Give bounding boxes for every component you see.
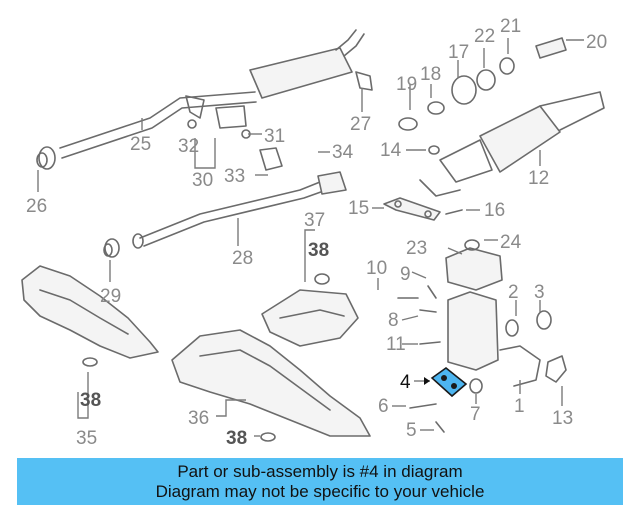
callout-2: 2: [508, 282, 519, 303]
exhaust-parts-diagram: 1 2 3 4 5 6 7 8 9 10 11 12 13 14 15 16 1…: [21, 16, 607, 449]
callout-9: 9: [400, 264, 411, 285]
callout-14: 14: [380, 140, 402, 161]
part-4-highlighted[interactable]: [430, 366, 468, 398]
callout-31: 31: [264, 126, 285, 147]
part-heat-shield-left: [21, 265, 159, 367]
part-heat-shield-tunnel: [261, 273, 359, 347]
callout-4[interactable]: 4: [400, 372, 411, 393]
callout-16: 16: [484, 200, 505, 221]
callout-25: 25: [130, 134, 151, 155]
part-intermediate-pipe: [103, 171, 347, 258]
callout-26: 26: [26, 196, 47, 217]
callout-5: 5: [406, 420, 417, 441]
leader-lines: [37, 38, 584, 437]
callout-8: 8: [388, 310, 399, 331]
callout-11: 11: [386, 334, 406, 355]
callout-36: 36: [188, 408, 209, 429]
part-rear-pipe: [36, 29, 373, 171]
callout-35: 35: [76, 428, 97, 449]
callout-7: 7: [470, 404, 481, 425]
callout-10: 10: [366, 258, 387, 279]
callout-18: 18: [420, 64, 441, 85]
callout-29: 29: [100, 286, 121, 307]
callout-19: 19: [396, 74, 417, 95]
callout-37: 37: [304, 210, 325, 231]
callout-12: 12: [528, 168, 549, 189]
callout-28: 28: [232, 248, 253, 269]
callout-38-left: 38: [80, 390, 101, 411]
callout-6: 6: [378, 396, 389, 417]
callout-labels: 1 2 3 4 5 6 7 8 9 10 11 12 13 14 15 16 1…: [26, 16, 607, 449]
banner-line-2: Diagram may not be specific to your vehi…: [155, 481, 485, 501]
callout-23: 23: [406, 238, 427, 259]
callout-21: 21: [500, 16, 521, 37]
banner-line-1: Part or sub-assembly is #4 in diagram: [177, 461, 463, 481]
callout-1: 1: [514, 396, 525, 417]
callout-20: 20: [586, 32, 607, 53]
part-heat-shield-center: [171, 329, 371, 442]
callout-17: 17: [448, 42, 469, 63]
callout-24: 24: [500, 232, 522, 253]
part-catalytic-converter-rear: [397, 239, 567, 433]
callout-3: 3: [534, 282, 545, 303]
callout-38-center: 38: [226, 428, 247, 449]
callout-22: 22: [474, 26, 495, 47]
callout-27: 27: [350, 114, 371, 135]
callout-15: 15: [348, 198, 369, 219]
callout-33: 33: [224, 166, 245, 187]
callout-34: 34: [332, 142, 354, 163]
callout-30: 30: [192, 170, 213, 191]
callout-13: 13: [552, 408, 573, 429]
info-banner: Part or sub-assembly is #4 in diagram Di…: [17, 458, 623, 505]
callout-38-tunnel: 38: [308, 240, 329, 261]
part-bracket-15: [383, 197, 463, 221]
part-catalytic-converter-front: [398, 37, 605, 197]
callout-32: 32: [178, 136, 199, 157]
